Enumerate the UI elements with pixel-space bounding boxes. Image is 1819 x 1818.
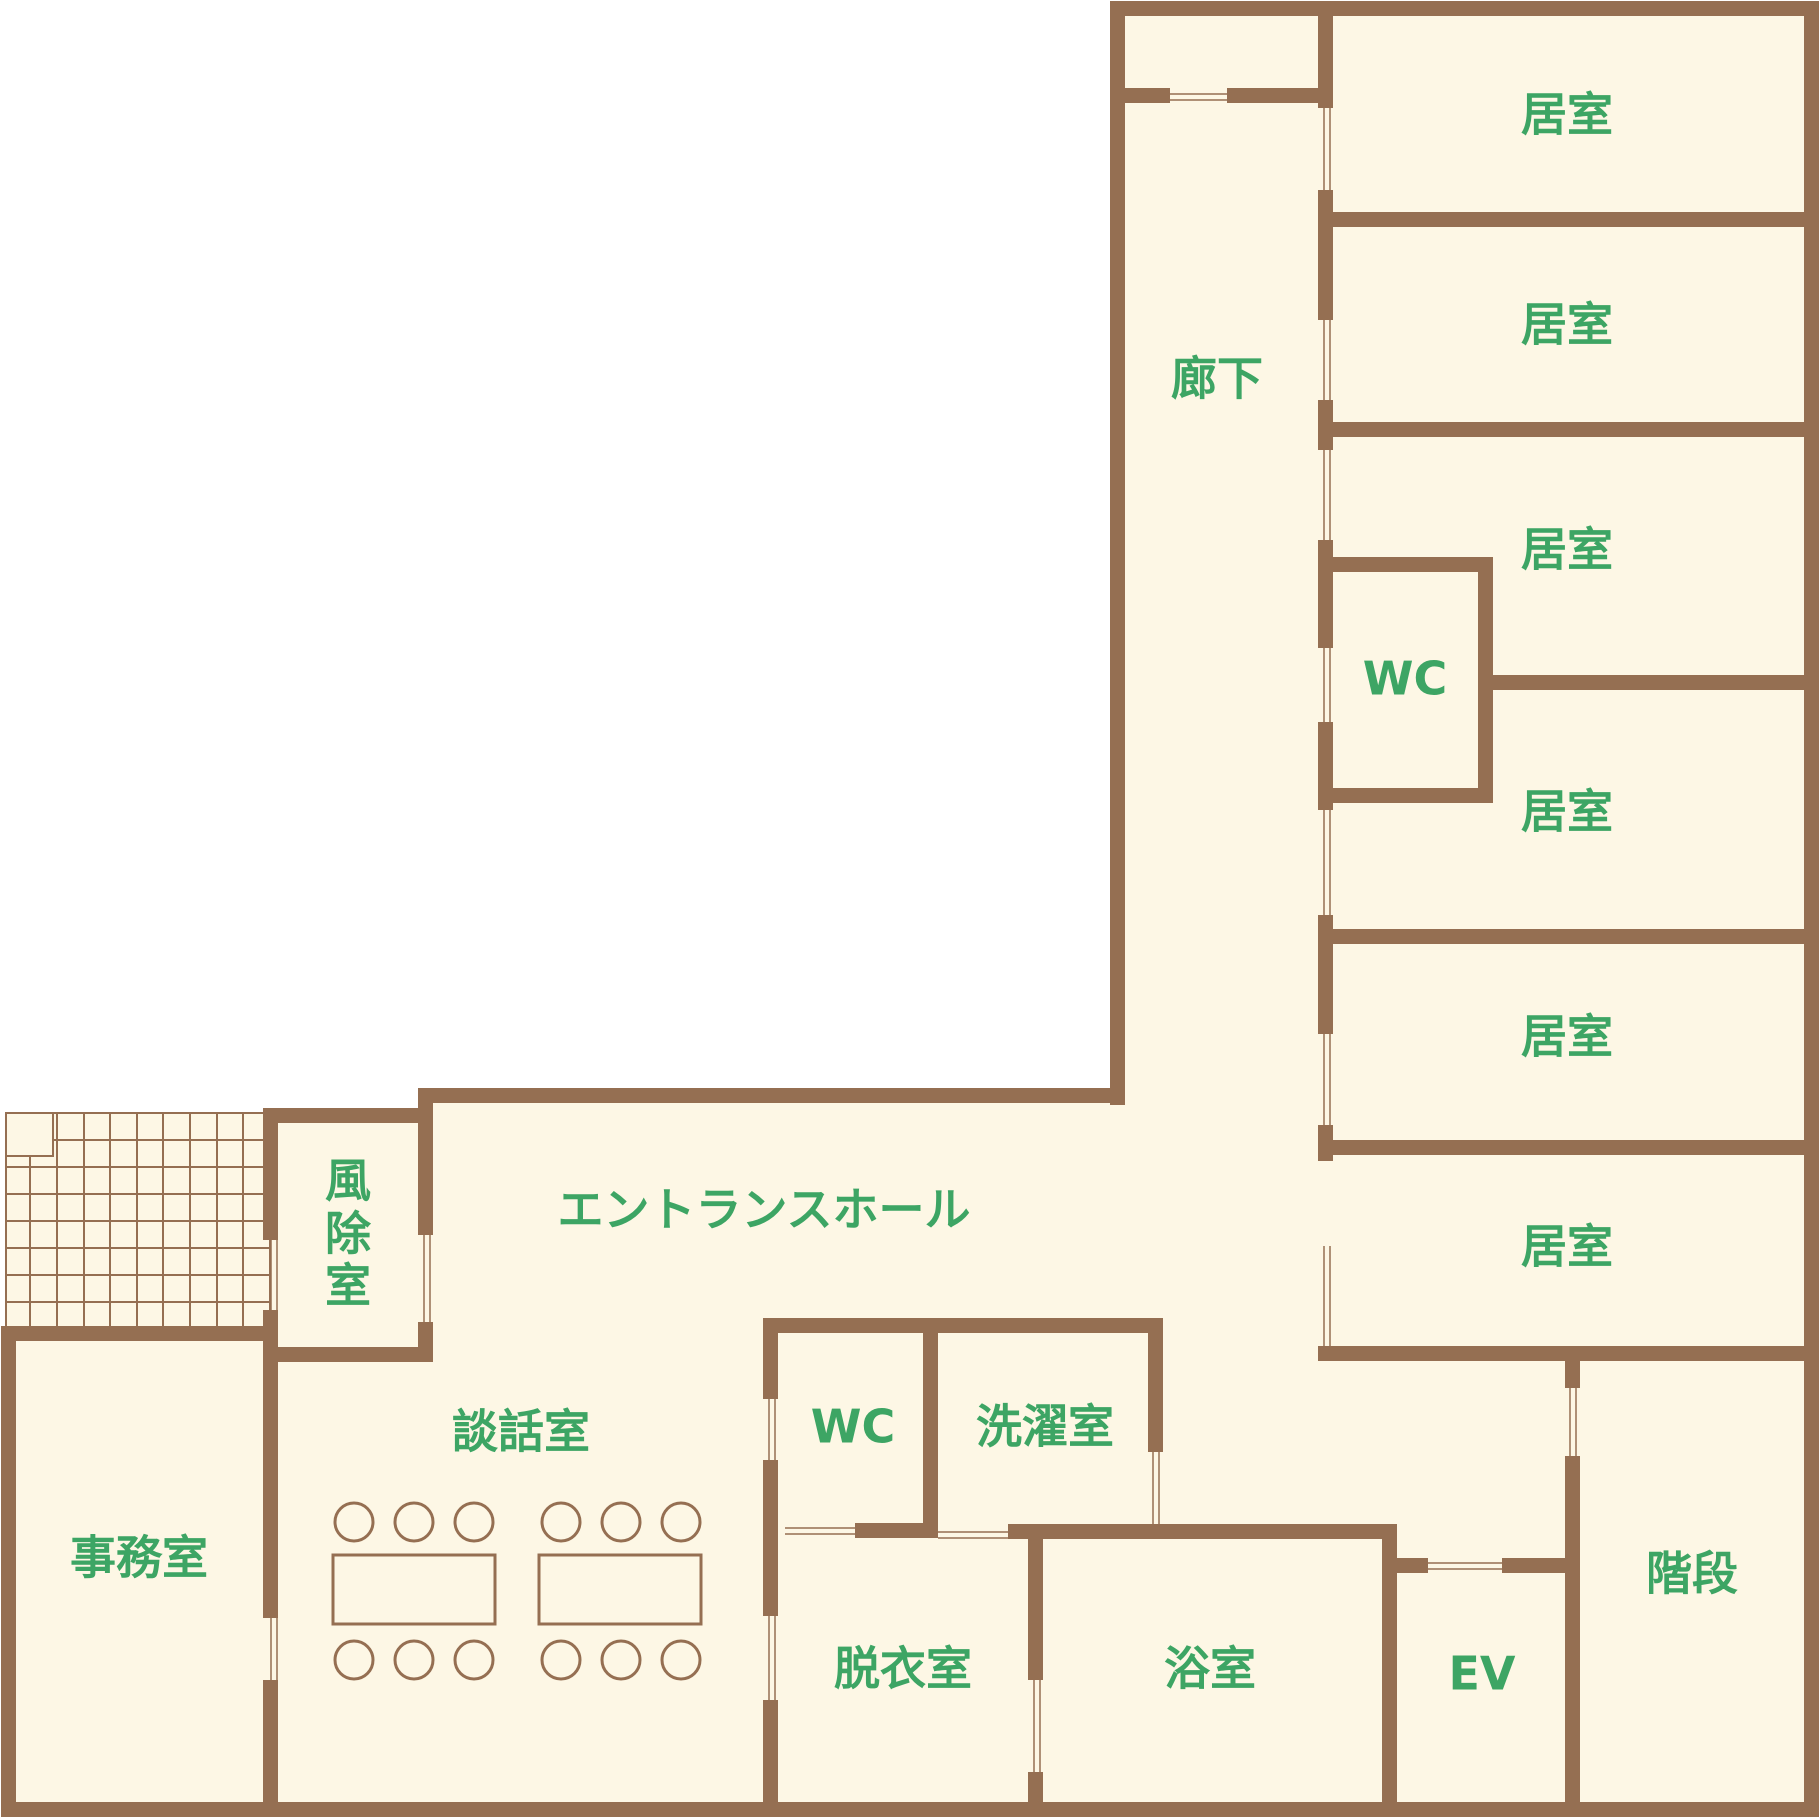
wall-windbreak-top (263, 1108, 433, 1123)
wall-room-div-1 (1325, 212, 1819, 227)
chair (333, 1501, 375, 1543)
label-stairs: 階段 (1646, 1547, 1738, 1601)
label-room-1: 居室 (1521, 88, 1613, 142)
wall-hall-left-upper (418, 1088, 433, 1235)
wall-bath-right (1382, 1524, 1397, 1817)
label-corridor: 廊下 (1171, 352, 1263, 406)
wall-wc2-left-lower (763, 1700, 778, 1817)
wall-ev-top-left (1382, 1558, 1428, 1573)
wall-office-right-lower (263, 1680, 278, 1817)
wall-ev-top-right (1502, 1558, 1580, 1573)
label-entrance-hall: エントランスホール (557, 1183, 970, 1237)
chair (660, 1639, 702, 1681)
wall-corridor-top (1125, 88, 1170, 103)
label-lounge: 談話室 (452, 1405, 590, 1459)
wall-wc-right (1478, 557, 1493, 802)
label-windbreak-3: 室 (325, 1259, 371, 1313)
wall-outer-right (1804, 1, 1819, 1817)
chair (600, 1501, 642, 1543)
wall-wc2-bottom (855, 1523, 938, 1538)
wall-room-div-3 (1486, 675, 1819, 690)
wall-terrace-bottom (1, 1326, 278, 1341)
wall-wc2-left-upper (763, 1318, 778, 1399)
wall-room-div-4 (1325, 929, 1819, 944)
wall-corridor-vert-top (1318, 8, 1333, 108)
table-right (537, 1553, 703, 1626)
chair (393, 1501, 435, 1543)
wall-windbreak-bottom (263, 1347, 433, 1362)
wall-wc-top (1325, 557, 1493, 572)
label-room-5: 居室 (1521, 1010, 1613, 1064)
wall-office-right-upper (263, 1326, 278, 1618)
wall-stairs-left-lower (1565, 1456, 1580, 1817)
wall-wc2-top (763, 1318, 1163, 1333)
label-elevator: EV (1448, 1647, 1515, 1701)
wall-windbreak-left-upper (263, 1108, 278, 1240)
label-dressing: 脱衣室 (834, 1642, 972, 1696)
wall-wc-bottom (1325, 788, 1493, 803)
building-floor (8, 8, 1812, 1810)
label-room-4: 居室 (1521, 785, 1613, 839)
label-room-3: 居室 (1521, 523, 1613, 577)
chair (333, 1639, 375, 1681)
label-bath: 浴室 (1164, 1642, 1256, 1696)
wall-corridor-right-a (1318, 190, 1333, 320)
wall-wc2-right (923, 1325, 938, 1538)
wall-corridor-right-c (1318, 540, 1333, 648)
wall-bath-top (1008, 1524, 1397, 1539)
furniture (331, 1501, 703, 1681)
wall-corridor-top-right (1227, 88, 1332, 103)
wall-outer-top (1110, 1, 1819, 16)
wall-bath-left-lower (1028, 1772, 1043, 1817)
label-windbreak-2: 除 (325, 1207, 372, 1261)
chair (540, 1501, 582, 1543)
wall-corridor-right-e (1318, 915, 1333, 1034)
label-room-6: 居室 (1521, 1220, 1613, 1274)
table-left (331, 1553, 497, 1626)
doors (270, 93, 1577, 1772)
label-wc-lower: WC (811, 1400, 896, 1454)
label-wc-upper: WC (1363, 652, 1448, 706)
label-windbreak-1: 風 (325, 1154, 371, 1208)
wall-outer-left-wing (1110, 1, 1125, 1105)
label-office: 事務室 (70, 1531, 208, 1585)
label-laundry: 洗濯室 (976, 1400, 1114, 1454)
wall-laundry-right (1148, 1318, 1163, 1452)
wall-outer-left (1, 1330, 16, 1817)
wall-outer-bottom (1, 1802, 1819, 1817)
chair (600, 1639, 642, 1681)
chair (540, 1639, 582, 1681)
chair (453, 1639, 495, 1681)
wall-hall-top (418, 1088, 1125, 1103)
wall-stairs-left-upper (1565, 1353, 1580, 1388)
label-room-2: 居室 (1521, 298, 1613, 352)
chair (393, 1639, 435, 1681)
wall-wc2-left-mid (763, 1460, 778, 1616)
chair (660, 1501, 702, 1543)
room-labels: 居室 居室 居室 居室 居室 居室 廊下 WC エントランスホール 風 除 室 … (70, 88, 1738, 1701)
wall-room-div-2 (1325, 422, 1819, 437)
wall-bath-left-upper (1028, 1530, 1043, 1680)
wall-room-div-5 (1325, 1140, 1819, 1155)
chair (453, 1501, 495, 1543)
